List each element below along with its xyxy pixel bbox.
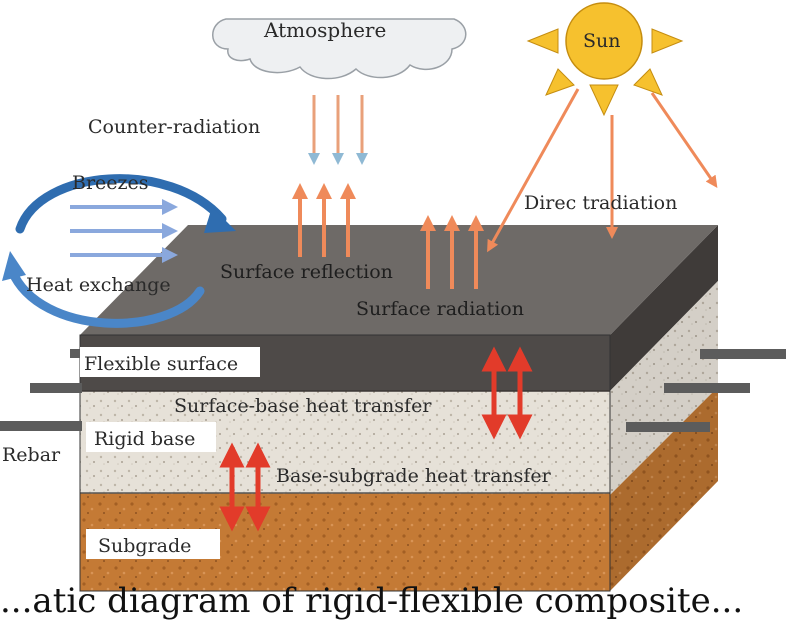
counter-radiation-label: Counter-radiation — [88, 116, 260, 138]
atmosphere-label: Atmosphere — [263, 18, 386, 42]
breezes-label: Breezes — [72, 172, 149, 194]
flexible-surface-label: Flexible surface — [84, 353, 238, 375]
rigid-base-box — [86, 422, 216, 452]
cycle-arrow-bottom — [7, 266, 205, 328]
surface-radiation-arrows — [420, 215, 484, 289]
block-outline — [79, 334, 611, 592]
asphalt-top — [80, 225, 718, 335]
direct-radiation-label: Direc tradiation — [524, 192, 677, 214]
rebars — [0, 349, 786, 432]
counter-radiation-arrows — [308, 95, 368, 165]
base-subgrade-heat-arrows — [219, 442, 271, 532]
sun-icon — [565, 2, 643, 80]
rebar-right-1 — [700, 349, 786, 359]
heat-exchange-cycle: Breezes Heat exchange — [2, 172, 236, 328]
flexible-surface-box — [80, 347, 260, 377]
rebar-label: Rebar — [2, 444, 61, 466]
subgrade-side — [610, 387, 718, 591]
subgrade-side-shade — [610, 387, 718, 591]
surface-base-transfer-label: Surface-base heat transfer — [174, 395, 432, 417]
surface-reflection-arrows — [292, 183, 356, 257]
rebar-label-box — [0, 439, 70, 467]
rebar-right-3 — [626, 422, 710, 432]
sun-label: Sun — [583, 30, 621, 52]
direct-ray-1 — [487, 88, 580, 253]
rebar-left-3 — [0, 421, 82, 431]
sun: Sun — [526, 2, 684, 117]
cycle-arrow-top — [15, 174, 227, 234]
subgrade-label: Subgrade — [98, 535, 191, 557]
surface-radiation-label: Surface radiation — [356, 298, 524, 320]
sun-ray-bottom-right — [633, 68, 663, 96]
subgrade-box — [86, 529, 220, 559]
base-subgrade-transfer-label: Base-subgrade heat transfer — [276, 465, 552, 487]
surface-reflection-label: Surface reflection — [220, 261, 393, 283]
breeze-arrows — [70, 199, 178, 263]
sun-ray-left — [526, 28, 559, 54]
sun-ray-right — [651, 28, 684, 54]
direct-ray-3 — [650, 92, 718, 188]
asphalt-side — [610, 225, 718, 391]
cycle-arrowhead-bottom — [2, 251, 26, 281]
cloud-icon — [212, 18, 467, 80]
rebar-left-2 — [30, 383, 82, 393]
surface-base-heat-arrows — [481, 346, 533, 440]
cycle-arrowhead-top — [204, 207, 236, 233]
atmosphere-cloud: Atmosphere — [212, 18, 467, 80]
heat-exchange-label: Heat exchange — [26, 274, 171, 296]
figure-caption: ...atic diagram of rigid-flexible compos… — [0, 584, 744, 621]
direct-radiation-arrows — [487, 88, 718, 253]
rigid-base-label: Rigid base — [94, 428, 195, 450]
sun-ray-bottom — [589, 84, 619, 117]
sun-ray-bottom-left — [545, 68, 575, 96]
rebar-right-2 — [664, 383, 750, 393]
rebar-left-1 — [70, 349, 84, 358]
